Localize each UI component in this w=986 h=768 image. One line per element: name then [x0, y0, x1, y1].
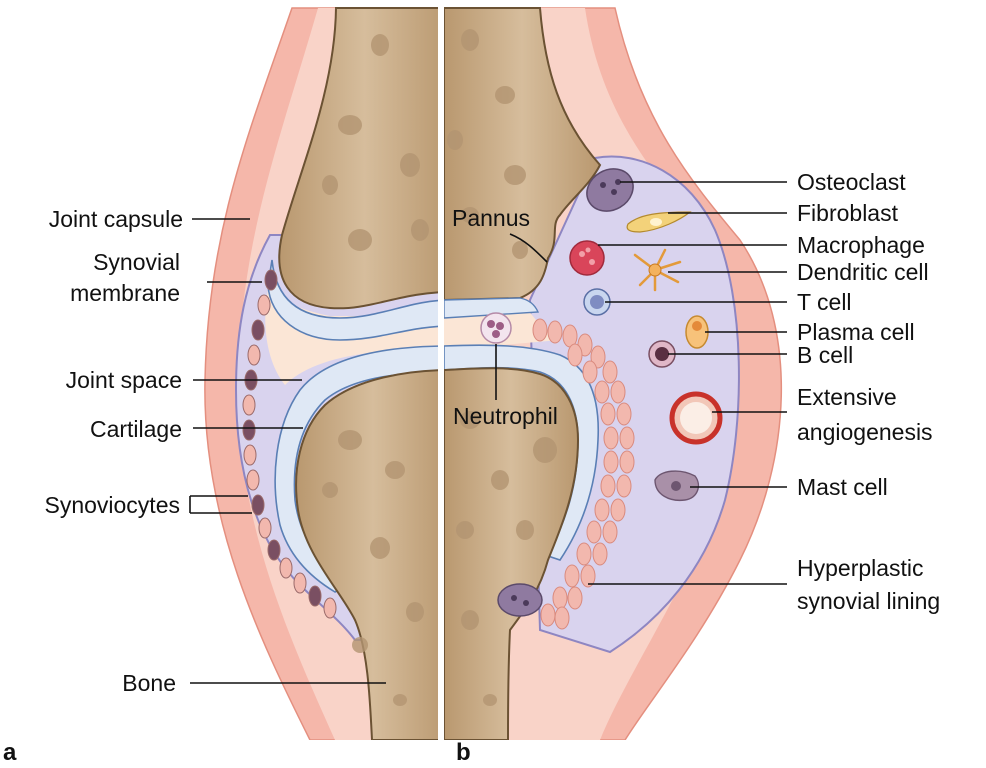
plasma-cell — [686, 316, 708, 348]
panel-label-a: a — [3, 739, 17, 766]
label-neutrophil: Neutrophil — [453, 403, 558, 429]
label-mast-cell: Mast cell — [797, 474, 888, 500]
blood-vessel — [672, 394, 720, 442]
label-joint-space: Joint space — [66, 367, 182, 393]
panel-b-joint — [444, 8, 781, 740]
label-t-cell: T cell — [797, 289, 852, 315]
label-pannus: Pannus — [452, 205, 530, 231]
label-fibroblast: Fibroblast — [797, 200, 899, 226]
label-bone: Bone — [122, 670, 176, 696]
panel-divider — [438, 0, 444, 740]
labels-left: Joint capsule Synovial membrane Joint sp… — [44, 206, 183, 696]
label-cartilage: Cartilage — [90, 416, 182, 442]
label-angiogenesis-line2: angiogenesis — [797, 419, 933, 445]
label-hyperplastic-line2: synovial lining — [797, 588, 940, 614]
label-dendritic-cell: Dendritic cell — [797, 259, 929, 285]
labels-right: Osteoclast Fibroblast Macrophage Dendrit… — [797, 169, 940, 614]
label-b-cell: B cell — [797, 342, 853, 368]
osteoclast-cell-lower — [498, 584, 542, 616]
label-hyperplastic-line1: Hyperplastic — [797, 555, 924, 581]
label-joint-capsule: Joint capsule — [49, 206, 183, 232]
macrophage-cell — [570, 241, 604, 275]
label-synovial-line2: membrane — [70, 280, 180, 306]
label-synovial-line1: Synovial — [93, 249, 180, 275]
label-macrophage: Macrophage — [797, 232, 925, 258]
label-synoviocytes: Synoviocytes — [44, 492, 180, 518]
neutrophil-cell — [481, 313, 511, 343]
panel-label-b: b — [456, 739, 471, 766]
label-osteoclast: Osteoclast — [797, 169, 906, 195]
label-angiogenesis-line1: Extensive — [797, 384, 897, 410]
